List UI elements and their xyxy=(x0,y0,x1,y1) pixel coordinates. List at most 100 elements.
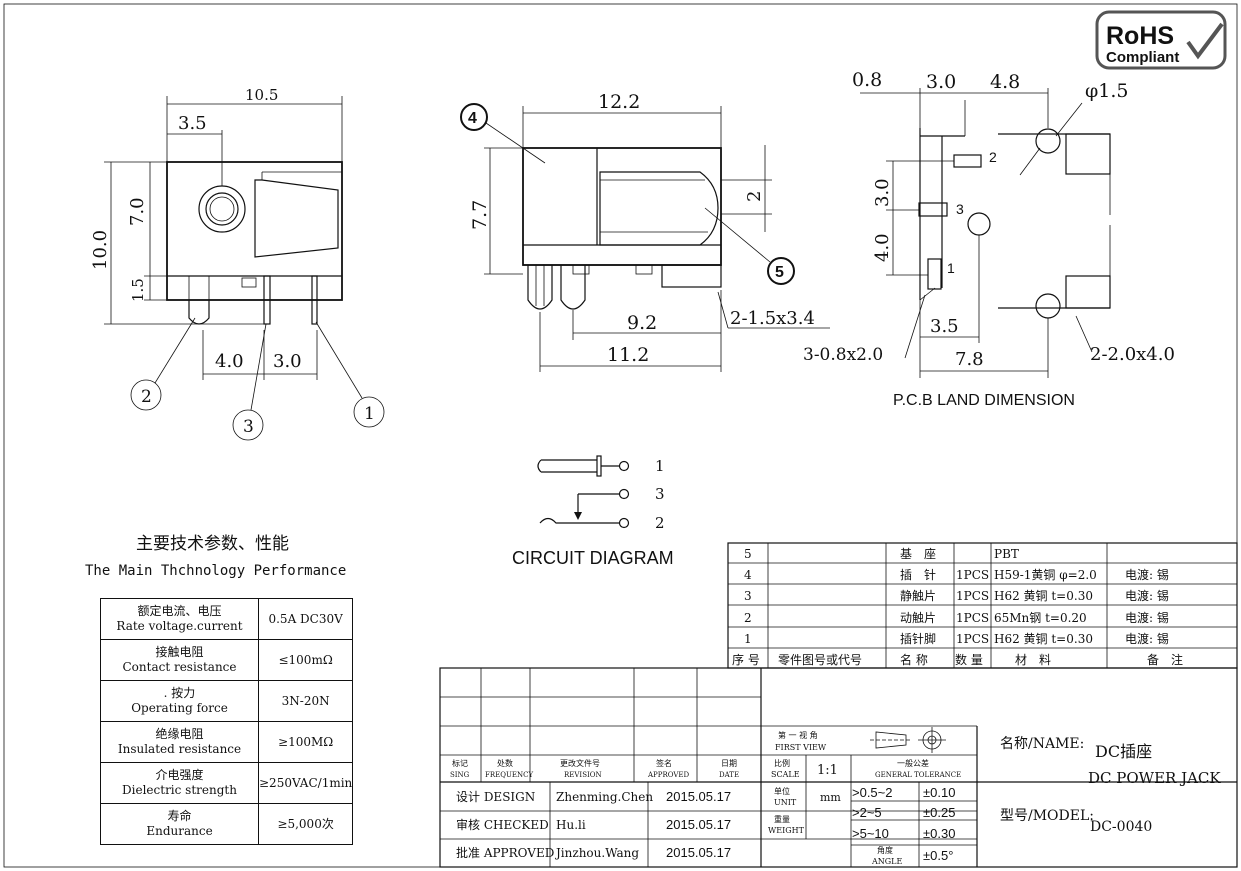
dim-hole: 2 xyxy=(744,191,765,202)
bom-header-cell: 材 料 xyxy=(1015,653,1051,667)
tolerance-range: >5~10 xyxy=(852,826,889,841)
dim-pcb-hole: φ1.5 xyxy=(1085,80,1129,102)
tolerance-value: ±0.25 xyxy=(923,805,955,820)
signoff-date: 2015.05.17 xyxy=(666,789,731,804)
bom-header-cell: 零件图号或代号 xyxy=(778,653,862,667)
callout-3: 3 xyxy=(243,417,254,437)
weight-label-en: WEIGHT xyxy=(768,826,805,835)
revision-header-en: SING xyxy=(450,771,470,779)
name-label: 名称/NAME: xyxy=(1000,736,1084,752)
scale-label-cn: 比例 xyxy=(774,758,790,768)
dim-pcb-h2: 7.8 xyxy=(955,349,984,370)
title-block xyxy=(439,667,1238,868)
dim-pcb-v1: 3.0 xyxy=(872,178,893,207)
dim-height-mid: 7.7 xyxy=(469,200,491,230)
dim-pcb-slot: 3-0.8x2.0 xyxy=(803,345,883,365)
bom-cell: 电渡: 锡 xyxy=(1125,631,1169,646)
tol-label-cn: 一般公差 xyxy=(897,758,929,768)
dim-hole-offset: 3.5 xyxy=(178,113,207,134)
param-en: Endurance xyxy=(146,824,213,838)
signoff-role: 批准 APPROVED xyxy=(456,845,554,860)
revision-header-cn: 更改文件号 xyxy=(560,758,600,768)
signoff-name: Hu.li xyxy=(556,818,586,832)
bom-cell: 65Mn钢 t=0.20 xyxy=(994,611,1087,625)
bom-cell: 静触片 xyxy=(900,589,936,603)
circuit-pin-1: 1 xyxy=(655,457,665,475)
signoff-date: 2015.05.17 xyxy=(666,845,731,860)
bom-cell: 1 xyxy=(744,632,752,646)
bom-header-cell: 备 注 xyxy=(1147,652,1183,667)
revision-header-cn: 标记 xyxy=(452,758,468,768)
bom-header-cell: 名 称 xyxy=(900,652,928,667)
bom-cell: 3 xyxy=(744,589,752,603)
callout-2: 2 xyxy=(141,387,152,407)
revision-header-en: APPROVED xyxy=(647,771,690,779)
bom-cell: 电渡: 锡 xyxy=(1125,588,1169,603)
callout-5: 5 xyxy=(775,264,784,281)
revision-header-en: FREQUENCY xyxy=(485,771,533,779)
dim-pcb-d2: 3.0 xyxy=(926,71,956,93)
dim-length: 12.2 xyxy=(598,91,640,113)
bom-table xyxy=(727,542,1238,669)
signoff-rows: 设计 DESIGN Zhenming.Chen 2015.05.17 审核 CHECK… xyxy=(456,789,731,860)
performance-value: ≤100mΩ xyxy=(257,639,354,681)
bom-cell: 电渡: 锡 xyxy=(1125,567,1169,582)
dim-pin-gap-a: 4.0 xyxy=(215,351,244,372)
signoff-date: 2015.05.17 xyxy=(666,817,731,832)
angle-label-cn: 角度 xyxy=(877,845,893,855)
unit-value: mm xyxy=(820,791,841,804)
bom-cell: 1PCS xyxy=(956,632,989,646)
callout-4: 4 xyxy=(468,110,477,127)
name-en: DC POWER JACK xyxy=(1088,769,1221,787)
dim-slot: 2-1.5x3.4 xyxy=(730,308,815,329)
performance-value: ≥5,000次 xyxy=(257,803,354,845)
bom-cell: H62 黄铜 t=0.30 xyxy=(994,588,1093,603)
tolerance-value: ±0.5° xyxy=(923,848,953,863)
bom-cell: 电渡: 锡 xyxy=(1125,610,1169,625)
signoff-name: Zhenming.Chen xyxy=(556,790,653,804)
bom-cell: 2 xyxy=(744,611,752,625)
left-view: 10.5 3.5 10.0 7.0 1.5 4.0 3.0 2 3 1 xyxy=(90,86,385,441)
bom-cell: 基 座 xyxy=(900,546,936,561)
circuit-pin-3: 3 xyxy=(655,485,665,503)
pcb-pin-label-2: 2 xyxy=(989,149,997,165)
performance-title-cn: 主要技术参数、性能 xyxy=(136,534,289,554)
performance-value: ≥250VAC/1min xyxy=(257,762,354,804)
revision-header-cn: 日期 xyxy=(721,759,737,768)
projection-cn: 第 一 视 角 xyxy=(778,730,818,740)
bom-cell: 1PCS xyxy=(956,589,989,603)
performance-value: ≥100MΩ xyxy=(257,721,354,763)
weight-label-cn: 重量 xyxy=(774,814,790,824)
dim-pcb-h1: 3.5 xyxy=(930,316,959,337)
tolerance-value: ±0.10 xyxy=(923,785,955,800)
revision-headers: 标记SING处数FREQUENCY更改文件号REVISION签名APPROVED… xyxy=(450,758,739,779)
angle-label-en: ANGLE xyxy=(871,857,902,866)
signoff-role: 设计 DESIGN xyxy=(456,790,535,804)
signoff-role: 审核 CHECKED xyxy=(456,817,549,832)
middle-view: 12.2 7.7 2 9.2 11.2 2-1.5x3.4 4 5 xyxy=(460,91,830,372)
param-cn: 额定电流、电压 xyxy=(137,604,222,618)
performance-value: 0.5A DC30V xyxy=(257,598,354,640)
bom-cell: 插 针 xyxy=(900,567,936,582)
dim-width: 10.5 xyxy=(245,86,278,104)
unit-label-en: UNIT xyxy=(774,798,797,807)
performance-title-en: The Main Thchnology Performance xyxy=(85,563,346,579)
dim-pcb-d1: 0.8 xyxy=(852,69,882,91)
tolerance-value: ±0.30 xyxy=(923,826,955,841)
signoff-name: Jinzhou.Wang xyxy=(554,846,639,860)
param-cn: . 按力 xyxy=(163,686,196,700)
tolerance-range: >2~5 xyxy=(852,805,882,820)
revision-header-cn: 签名 xyxy=(656,758,672,768)
param-en: Contact resistance xyxy=(122,660,237,674)
pcb-pin-label-1: 1 xyxy=(947,260,955,276)
